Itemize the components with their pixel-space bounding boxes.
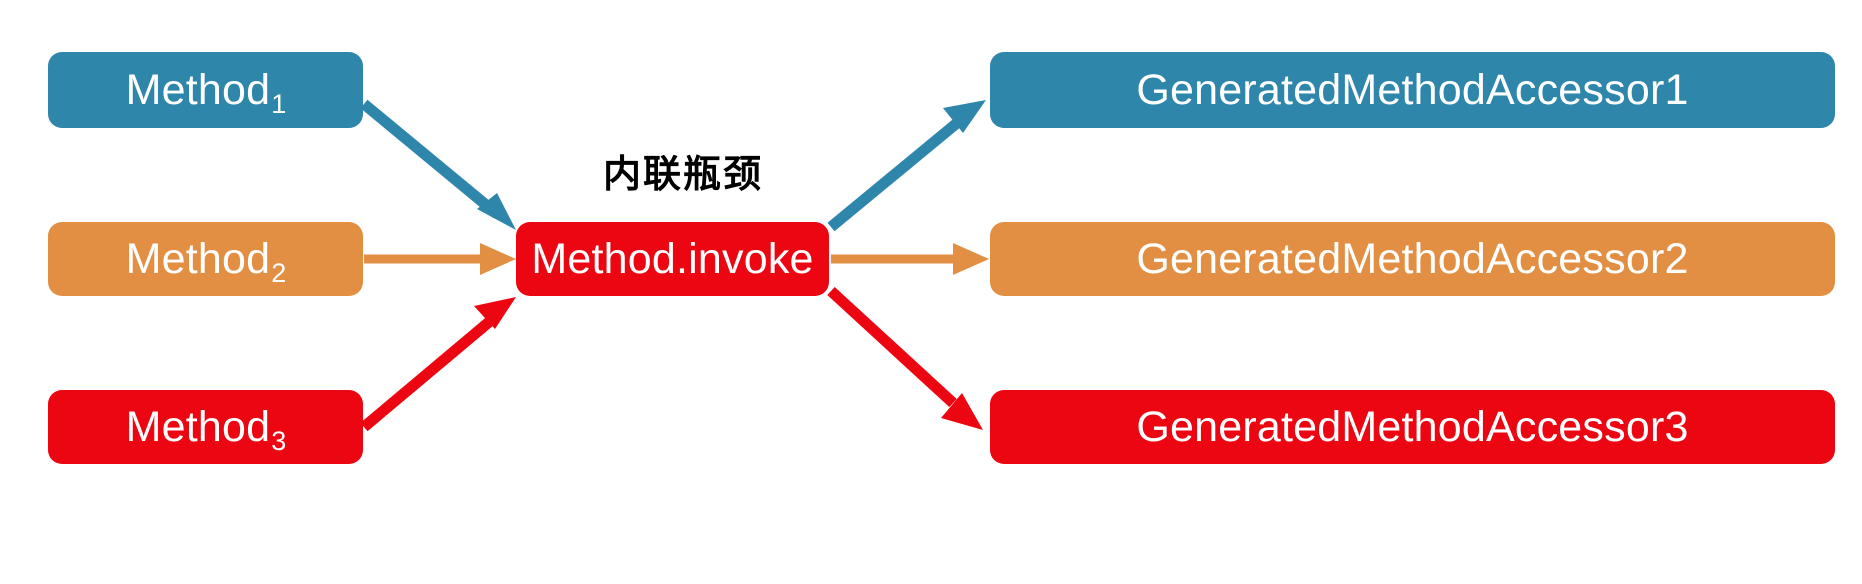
node-method-3-label: Method3	[125, 402, 287, 456]
arrow-invoke-to-accessor3	[827, 286, 983, 430]
node-generated-method-accessor-3[interactable]: GeneratedMethodAccessor3	[990, 390, 1835, 464]
node-method-3[interactable]: Method3	[48, 390, 363, 464]
node-generated-method-accessor-2[interactable]: GeneratedMethodAccessor2	[990, 222, 1835, 296]
node-method-2-label: Method2	[125, 234, 287, 288]
arrow-method2-to-invoke	[364, 243, 516, 275]
node-method-invoke-label: Method.invoke	[531, 234, 814, 283]
node-generated-method-accessor-2-label: GeneratedMethodAccessor2	[1136, 234, 1689, 283]
node-generated-method-accessor-1-label: GeneratedMethodAccessor1	[1136, 65, 1689, 114]
node-method-2[interactable]: Method2	[48, 222, 363, 296]
inline-bottleneck-annotation: 内联瓶颈	[602, 152, 763, 196]
node-method-3-subscript: 3	[271, 425, 287, 456]
node-method-invoke[interactable]: Method.invoke	[516, 222, 829, 296]
arrow-method3-to-invoke	[360, 297, 516, 432]
node-method-1-subscript: 1	[271, 88, 287, 119]
arrow-invoke-to-accessor2	[831, 243, 989, 275]
arrow-invoke-to-accessor1	[827, 100, 986, 232]
arrow-method1-to-invoke	[360, 99, 516, 230]
node-method-2-subscript: 2	[271, 257, 287, 288]
node-method-1-label: Method1	[125, 65, 287, 119]
node-generated-method-accessor-1[interactable]: GeneratedMethodAccessor1	[990, 52, 1835, 128]
node-method-1[interactable]: Method1	[48, 52, 363, 128]
node-generated-method-accessor-3-label: GeneratedMethodAccessor3	[1136, 402, 1689, 451]
